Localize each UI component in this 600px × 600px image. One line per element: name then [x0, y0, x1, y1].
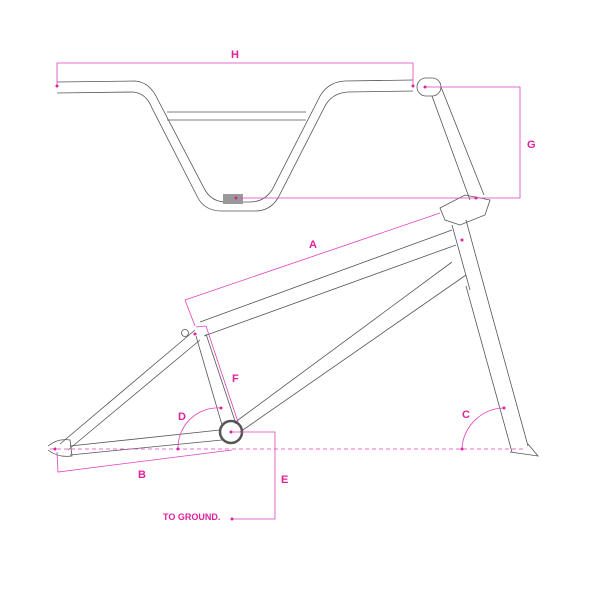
label-a: A	[309, 239, 317, 251]
label-c: C	[462, 409, 470, 421]
handlebar	[56, 79, 414, 212]
stem	[416, 77, 491, 226]
fork	[451, 219, 539, 457]
label-b: B	[138, 469, 146, 481]
grip-knurl	[223, 194, 243, 204]
label-to-ground: TO GROUND.	[163, 512, 221, 522]
label-e: E	[281, 474, 289, 486]
label-f: F	[232, 373, 239, 385]
frame	[47, 229, 467, 457]
dimension-lines	[50, 62, 525, 521]
label-h: H	[231, 49, 239, 61]
label-d: D	[178, 411, 186, 423]
label-g: G	[527, 139, 536, 151]
